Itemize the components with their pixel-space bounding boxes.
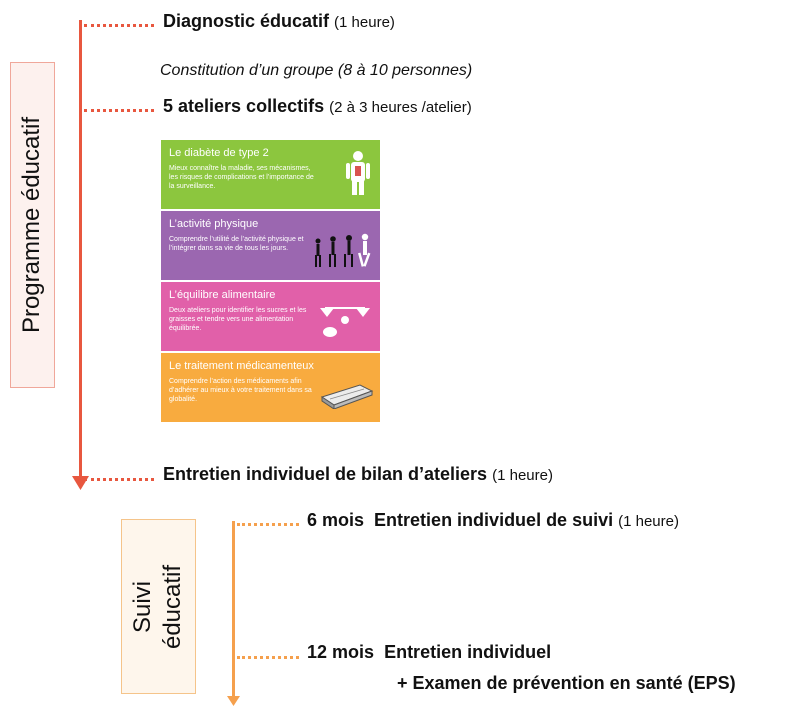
suivi-step-eps: + Examen de prévention en santé (EPS) <box>397 673 736 694</box>
pill-box-icon <box>320 384 374 409</box>
step-diagnostic: Diagnostic éducatif (1 heure) <box>163 11 395 32</box>
body-icon <box>346 151 370 195</box>
step-title: Diagnostic éducatif <box>163 11 330 31</box>
atelier-card-equilibre: L’équilibre alimentaire Deux ateliers po… <box>161 282 380 351</box>
programme-label-box: Programme éducatif <box>10 62 55 388</box>
programme-label: Programme éducatif <box>18 116 46 334</box>
step-ateliers: 5 ateliers collectifs (2 à 3 heures /ate… <box>163 96 472 117</box>
atelier-title: Le diabète de type 2 <box>169 147 269 159</box>
atelier-title: L’activité physique <box>169 218 259 230</box>
atelier-description: Comprendre l’action des médicaments afin… <box>169 378 312 403</box>
suivi-when: 12 mois <box>307 642 375 662</box>
atelier-card-diabete: Le diabète de type 2 Mieux connaître la … <box>161 140 380 209</box>
suivi-title: Entretien individuel <box>384 642 552 662</box>
atelier-title: L’équilibre alimentaire <box>169 289 276 301</box>
step-title: Entretien individuel de bilan d’ateliers <box>163 464 488 484</box>
suivi-label-box: Suivi éducatif <box>121 519 196 694</box>
step-bilan: Entretien individuel de bilan d’ateliers… <box>163 464 553 485</box>
step-title: 5 ateliers collectifs <box>163 96 325 116</box>
suivi-connector-2 <box>237 656 299 659</box>
step-connector-1 <box>84 24 154 27</box>
suivi-step-12-mois: 12 mois Entretien individuel <box>307 642 551 663</box>
suivi-step-6-mois: 6 mois Entretien individuel de suivi (1 … <box>307 510 679 531</box>
suivi-label: Suivi éducatif <box>129 564 189 648</box>
suivi-duration: (1 heure) <box>618 513 679 530</box>
atelier-title: Le traitement médicamenteux <box>169 360 314 372</box>
step-duration: (1 heure) <box>334 14 395 31</box>
walking-icon <box>315 233 371 267</box>
atelier-card-traitement: Le traitement médicamenteux Comprendre l… <box>161 353 380 422</box>
step-connector-2 <box>84 109 154 112</box>
atelier-description: Deux ateliers pour identifier les sucres… <box>169 307 307 332</box>
suivi-title: Entretien individuel de suivi <box>374 510 614 530</box>
suivi-timeline <box>232 521 235 698</box>
atelier-card-activite: L’activité physique Comprendre l’utilité… <box>161 211 380 280</box>
scale-icon <box>320 307 370 337</box>
suivi-title-eps: + Examen de prévention en santé (EPS) <box>397 673 736 693</box>
suivi-label-line1: Suivi <box>129 580 157 633</box>
atelier-description: Mieux connaître la maladie, ses mécanism… <box>169 165 314 190</box>
suivi-arrow-head-icon <box>227 696 240 706</box>
suivi-label-line2: éducatif <box>159 564 187 649</box>
programme-timeline <box>79 20 82 480</box>
step-duration: (1 heure) <box>492 467 553 484</box>
step-connector-3 <box>84 478 154 481</box>
suivi-when: 6 mois <box>307 510 365 530</box>
suivi-connector-1 <box>237 523 299 526</box>
ateliers-panel: Le diabète de type 2 Mieux connaître la … <box>161 140 380 423</box>
atelier-description: Comprendre l’utilité de l’activité physi… <box>169 236 304 252</box>
group-note: Constitution d’un groupe (8 à 10 personn… <box>160 62 473 79</box>
step-duration: (2 à 3 heures /atelier) <box>329 99 472 116</box>
